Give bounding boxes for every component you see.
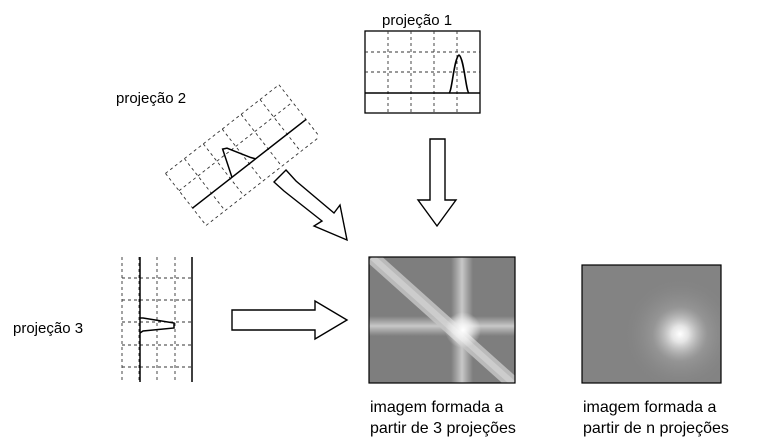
reconstruction-3-projections (368, 256, 516, 384)
arrow-right-from-projection-3 (231, 299, 349, 341)
projection-3-label: projeção 3 (13, 320, 84, 337)
caption-3-projections-line-1: imagem formada a (370, 399, 504, 416)
caption-n-projections-line-1: imagem formada a (583, 399, 717, 416)
reconstruction-n-projections (581, 264, 722, 384)
arrow-down-from-projection-1 (416, 138, 458, 228)
projection-1-label: projeção 1 (382, 12, 453, 29)
caption-n-projections: imagem formada a partir de n projeções (583, 397, 729, 439)
caption-n-projections-line-2: partir de n projeções (583, 420, 729, 437)
projection-3-peak (139, 317, 175, 334)
projection-1-plot (364, 30, 481, 114)
caption-3-projections: imagem formada a partir de 3 projeções (370, 397, 516, 439)
projection-2-plot (165, 84, 320, 226)
projection-1-peak (448, 54, 470, 94)
arrow-diagonal-from-projection-2 (272, 168, 348, 242)
projection-2-peak (221, 147, 256, 178)
projection-3-plot (121, 257, 193, 382)
caption-3-projections-line-2: partir de 3 projeções (370, 420, 516, 437)
projection-2-label: projeção 2 (116, 90, 187, 107)
